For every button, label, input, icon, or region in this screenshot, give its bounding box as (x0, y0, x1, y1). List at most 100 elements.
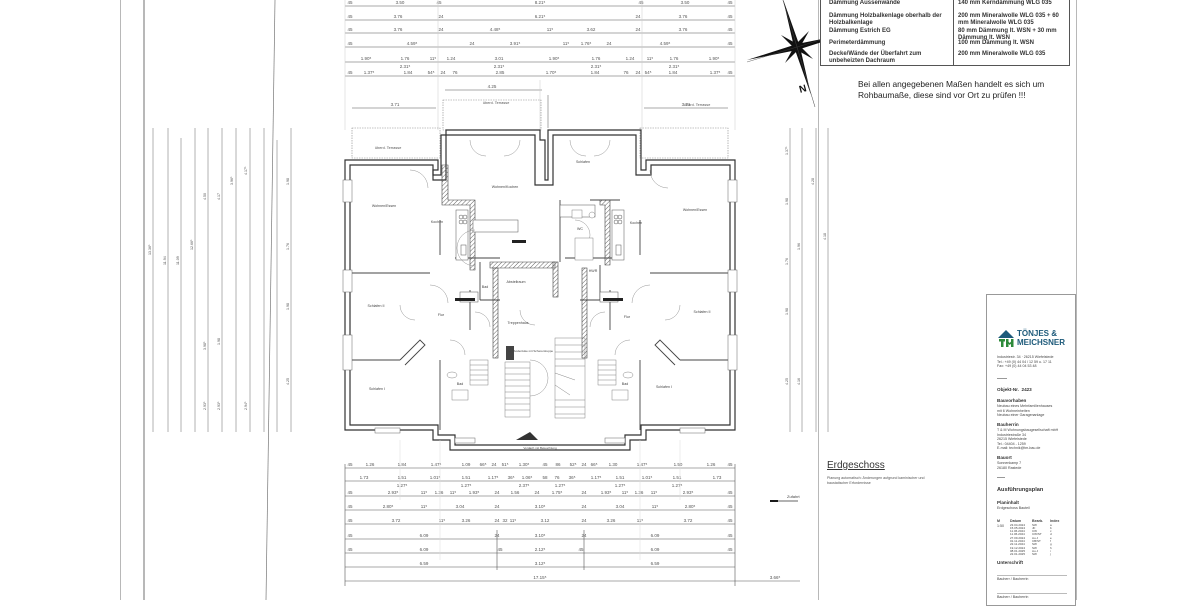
svg-text:11⁵: 11⁵ (430, 56, 437, 61)
svg-text:45: 45 (727, 547, 733, 552)
svg-text:24: 24 (440, 70, 446, 75)
svg-text:1.36: 1.36 (435, 490, 444, 495)
svg-text:24: 24 (581, 504, 587, 509)
svg-text:3.76: 3.76 (679, 27, 688, 32)
svg-text:45: 45 (347, 518, 353, 523)
svg-text:45: 45 (727, 70, 733, 75)
svg-text:1.96: 1.96 (797, 243, 801, 250)
svg-text:1.30⁵: 1.30⁵ (519, 462, 530, 467)
bottom-dimension-chains (345, 467, 800, 582)
svg-text:6.09: 6.09 (651, 547, 660, 552)
svg-text:2.93⁵: 2.93⁵ (388, 490, 399, 495)
svg-text:1.01⁵: 1.01⁵ (642, 475, 653, 480)
svg-text:24: 24 (606, 41, 612, 46)
section-title: Erdgeschoss (827, 460, 885, 471)
svg-text:11⁵: 11⁵ (651, 490, 658, 495)
svg-text:1.75⁵: 1.75⁵ (552, 490, 563, 495)
svg-text:HWR: HWR (589, 269, 598, 273)
svg-text:2.12⁵: 2.12⁵ (535, 547, 546, 552)
svg-text:überd. Terrasse: überd. Terrasse (375, 146, 401, 150)
svg-text:1.90⁵: 1.90⁵ (549, 56, 560, 61)
svg-text:1.93⁵: 1.93⁵ (469, 490, 480, 495)
svg-text:3.12⁵: 3.12⁵ (535, 561, 546, 566)
svg-text:3.76: 3.76 (679, 14, 688, 19)
site-info: Bauort Sonnenkamp 7 26180 Rastede (997, 455, 1022, 470)
svg-text:45: 45 (542, 462, 548, 467)
company-address: Industriestr. 34 · 26215 Wiefelstede Tel… (997, 355, 1054, 369)
svg-text:6.09: 6.09 (420, 547, 429, 552)
svg-text:24: 24 (469, 41, 475, 46)
svg-text:4.17⁵: 4.17⁵ (244, 166, 248, 175)
svg-text:3.76: 3.76 (394, 14, 403, 19)
svg-text:1.36: 1.36 (635, 490, 644, 495)
svg-text:2.93⁵: 2.93⁵ (217, 401, 221, 410)
svg-text:Bad: Bad (457, 382, 463, 386)
svg-text:1.84: 1.84 (398, 462, 407, 467)
svg-text:24: 24 (581, 490, 587, 495)
svg-text:1.26: 1.26 (707, 462, 716, 467)
svg-text:1.51: 1.51 (616, 475, 625, 480)
svg-text:45: 45 (347, 41, 353, 46)
svg-text:1.27⁵: 1.27⁵ (461, 483, 472, 488)
svg-text:1.84: 1.84 (669, 70, 678, 75)
svg-text:1.50: 1.50 (674, 462, 683, 467)
svg-text:2.80⁵: 2.80⁵ (685, 504, 696, 509)
svg-text:1.37⁵: 1.37⁵ (364, 70, 375, 75)
svg-text:3.72: 3.72 (684, 518, 693, 523)
svg-text:6.09: 6.09 (420, 533, 429, 538)
signature-heading: Unterschrift (997, 560, 1024, 565)
svg-text:24: 24 (581, 462, 587, 467)
svg-text:45: 45 (727, 14, 733, 19)
dimension-disclaimer-note: Bei allen angegebenen Maßen handelt es s… (858, 79, 1045, 100)
svg-text:11⁵: 11⁵ (421, 490, 428, 495)
svg-text:2.93⁵: 2.93⁵ (683, 490, 694, 495)
svg-text:1.76: 1.76 (785, 258, 789, 265)
compass-north-label: N (798, 83, 808, 95)
svg-text:51⁵: 51⁵ (502, 462, 509, 467)
svg-text:3.26: 3.26 (607, 518, 616, 523)
svg-text:66⁵: 66⁵ (480, 462, 487, 467)
svg-text:Schlafen I: Schlafen I (656, 385, 672, 389)
svg-text:1.24: 1.24 (447, 56, 456, 61)
svg-text:1.51: 1.51 (398, 475, 407, 480)
svg-text:24: 24 (494, 504, 500, 509)
interior-walls (350, 199, 730, 430)
company-name: TÖNJES & MEICHSNER (1017, 329, 1066, 347)
svg-text:2.37⁵: 2.37⁵ (519, 483, 530, 488)
svg-text:4.28: 4.28 (811, 178, 815, 185)
top-dimension-chains (345, 5, 735, 109)
svg-text:Schlafen II: Schlafen II (368, 304, 385, 308)
svg-text:11⁵: 11⁵ (647, 56, 654, 61)
svg-text:11⁵: 11⁵ (450, 490, 457, 495)
svg-text:11.94: 11.94 (163, 256, 167, 265)
svg-text:1.84: 1.84 (404, 70, 413, 75)
svg-text:3.72: 3.72 (392, 518, 401, 523)
svg-text:1.98: 1.98 (217, 338, 221, 345)
svg-text:überd. Terrasse: überd. Terrasse (684, 103, 710, 107)
svg-text:1.70⁵: 1.70⁵ (546, 70, 557, 75)
svg-text:1.56: 1.56 (511, 490, 520, 495)
svg-text:2.31⁵: 2.31⁵ (494, 64, 505, 69)
svg-text:1.98: 1.98 (785, 198, 789, 205)
sheet-border-left-outer (120, 0, 121, 600)
svg-text:24: 24 (494, 518, 500, 523)
svg-text:24: 24 (491, 462, 497, 467)
svg-text:1.06⁵: 1.06⁵ (522, 475, 533, 480)
svg-text:1.30: 1.30 (609, 462, 618, 467)
svg-text:12.66⁵: 12.66⁵ (190, 239, 194, 250)
svg-text:66⁵: 66⁵ (591, 462, 598, 467)
svg-text:24: 24 (581, 518, 587, 523)
entrance-label: Zufahrt (787, 494, 800, 499)
svg-text:45: 45 (727, 27, 733, 32)
svg-text:45: 45 (727, 41, 733, 46)
svg-text:2.31⁵: 2.31⁵ (669, 64, 680, 69)
svg-text:24: 24 (438, 27, 444, 32)
svg-text:6.59: 6.59 (420, 561, 429, 566)
svg-text:4.59⁵: 4.59⁵ (660, 41, 671, 46)
svg-text:Wohnen/Kochen: Wohnen/Kochen (492, 185, 519, 189)
svg-text:3.12: 3.12 (541, 518, 550, 523)
svg-text:1.73: 1.73 (713, 475, 722, 480)
svg-text:3.76: 3.76 (394, 27, 403, 32)
signature-line-1: Bauherr / Bauherrin (997, 577, 1029, 581)
